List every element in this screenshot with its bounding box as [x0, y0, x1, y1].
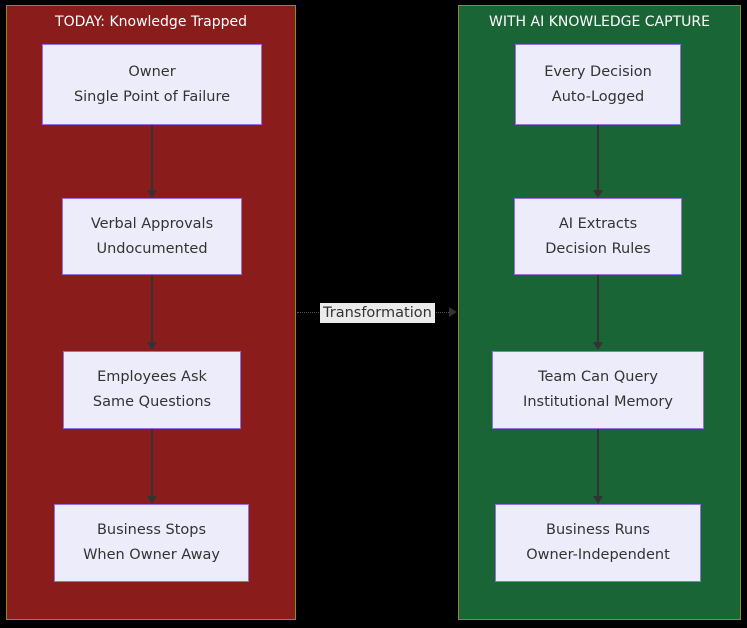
node-ai-extracts-line2: Decision Rules [545, 240, 651, 257]
connector-extract-to-query [597, 275, 599, 345]
node-owner[interactable]: Owner Single Point of Failure [42, 44, 262, 125]
node-ai-extracts-line1: AI Extracts [558, 215, 638, 232]
transformation-arrowhead [449, 307, 457, 317]
node-business-runs-line2: Owner-Independent [526, 547, 670, 563]
connector-owner-to-verbal [151, 125, 153, 193]
node-ai-extracts[interactable]: AI Extracts Decision Rules [514, 198, 682, 275]
node-owner-line1: Owner [128, 63, 176, 80]
node-business-stops-line2: When Owner Away [83, 547, 220, 563]
connector-verbal-to-employees-arrowhead [147, 342, 157, 350]
node-team-can-query[interactable]: Team Can Query Institutional Memory [492, 351, 704, 429]
node-employees-ask-line2: Same Questions [92, 394, 212, 410]
node-verbal-approvals[interactable]: Verbal Approvals Undocumented [62, 198, 242, 275]
connector-query-to-runs [597, 429, 599, 499]
node-employees-ask-line1: Employees Ask [97, 369, 207, 385]
node-business-runs-line1: Business Runs [546, 522, 650, 538]
node-verbal-approvals-line1: Verbal Approvals [90, 215, 214, 232]
node-owner-line2: Single Point of Failure [73, 88, 231, 105]
panel-with-ai-title: WITH AI KNOWLEDGE CAPTURE [489, 14, 710, 30]
connector-logged-to-extract [597, 125, 599, 193]
connector-employees-to-stops-arrowhead [147, 496, 157, 504]
node-business-stops[interactable]: Business Stops When Owner Away [54, 504, 249, 582]
connector-logged-to-extract-arrowhead [593, 190, 603, 198]
node-team-can-query-line1: Team Can Query [538, 369, 658, 385]
node-every-decision-line1: Every Decision [544, 63, 652, 80]
panel-today-title: TODAY: Knowledge Trapped [55, 14, 247, 30]
connector-verbal-to-employees [151, 275, 153, 345]
connector-extract-to-query-arrowhead [593, 342, 603, 350]
connector-owner-to-verbal-arrowhead [147, 190, 157, 198]
node-business-stops-line1: Business Stops [96, 522, 207, 538]
connector-employees-to-stops [151, 429, 153, 499]
node-every-decision[interactable]: Every Decision Auto-Logged [515, 44, 681, 125]
node-business-runs[interactable]: Business Runs Owner-Independent [495, 504, 701, 582]
node-every-decision-line2: Auto-Logged [551, 88, 645, 105]
node-team-can-query-line2: Institutional Memory [523, 394, 673, 410]
transformation-label: Transformation [320, 303, 435, 323]
connector-query-to-runs-arrowhead [593, 496, 603, 504]
node-employees-ask[interactable]: Employees Ask Same Questions [63, 351, 241, 429]
node-verbal-approvals-line2: Undocumented [96, 240, 208, 257]
